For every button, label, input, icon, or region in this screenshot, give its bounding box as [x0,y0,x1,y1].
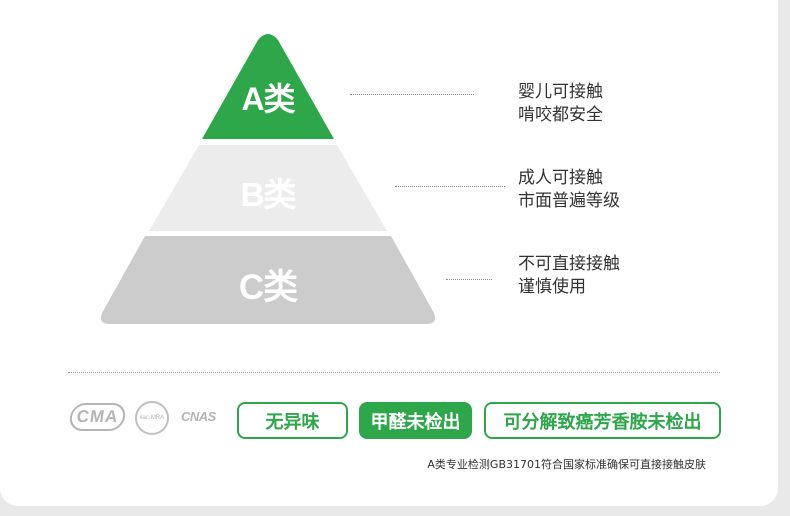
badge-no-odor: 无异味 [237,402,348,439]
tier-a-shape [202,34,334,139]
tier-a-line-2: 啃咬都安全 [518,105,603,125]
content-card: A类 B类 C类 婴儿可接触 啃咬都安全 成人可接触 市面普遍等级 不可直接接触… [0,0,778,506]
tier-b-line-2: 市面普遍等级 [518,191,620,211]
tier-b-label: B类 [240,176,297,213]
tier-b-line-1: 成人可接触 [518,168,603,188]
ilac-mra-logo: ilac-MRA [135,401,169,435]
tier-c-line-2: 谨慎使用 [518,277,586,297]
tier-a-description: 婴儿可接触 啃咬都安全 [518,81,603,127]
tier-c-line-1: 不可直接接触 [518,254,620,274]
tier-a-line-1: 婴儿可接触 [518,82,603,102]
cnas-logo: CNAS [181,409,216,424]
section-divider [68,372,720,373]
tier-c-shape [101,236,435,324]
grade-pyramid [101,34,435,324]
tier-c-description: 不可直接接触 谨慎使用 [518,253,620,299]
tier-b-leader-line [395,186,505,187]
cma-logo: CMA [68,403,127,431]
tier-a-leader-line [350,94,474,95]
tier-a-label: A类 [241,81,295,117]
tier-c-leader-line [446,279,492,280]
badge-aromatic-amine-free: 可分解致癌芳香胺未检出 [484,402,721,439]
badge-formaldehyde-free: 甲醛未检出 [359,402,472,439]
tier-b-shape [149,145,387,231]
tier-b-description: 成人可接触 市面普遍等级 [518,167,620,213]
certification-footnote: A类专业检测GB31701符合国家标准确保可直接接触皮肤 [427,458,706,471]
tier-c-label: C类 [238,268,298,307]
